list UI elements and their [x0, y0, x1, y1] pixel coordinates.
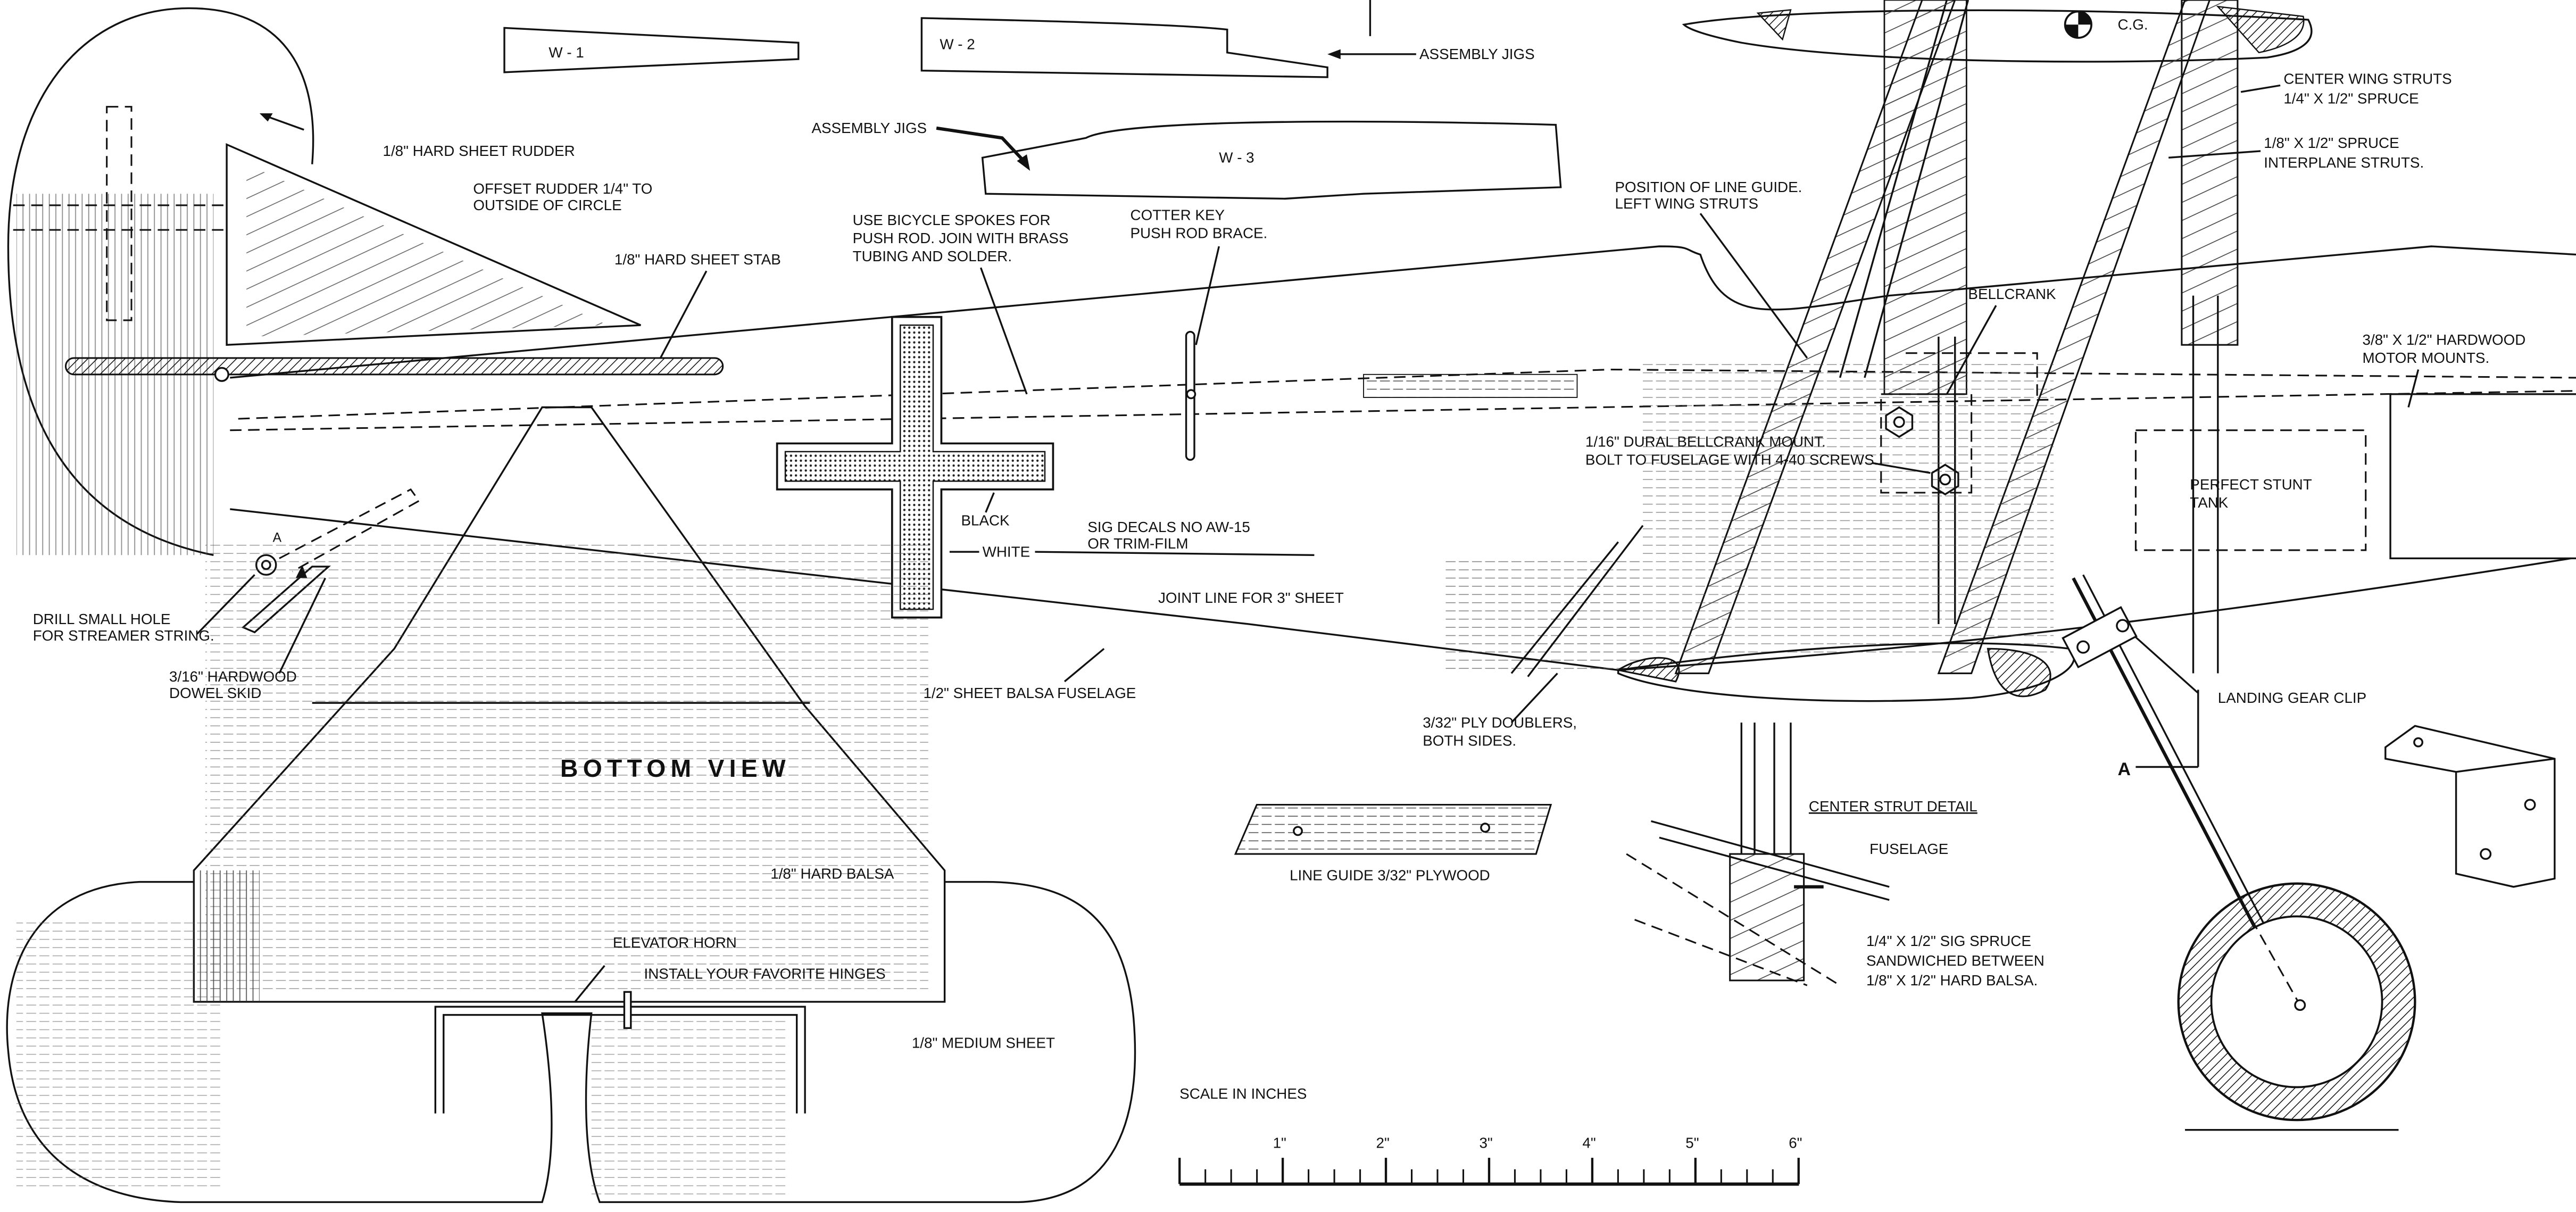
line-guide-ply-label: LINE GUIDE 3/32" PLYWOOD	[1290, 867, 1490, 883]
interplane-struts-label-1: 1/8" X 1/2" SPRUCE	[2264, 135, 2399, 151]
offset-rudder-label-1: OFFSET RUDDER 1/4" TO	[473, 180, 652, 197]
line-guide-detail	[1234, 803, 1552, 855]
cross-insignia	[776, 316, 1054, 619]
stunt-tank-label-2: TANK	[2190, 494, 2228, 511]
assembly-jigs-label-top: ASSEMBLY JIGS	[1419, 46, 1535, 62]
center-strut-detail-title: CENTER STRUT DETAIL	[1809, 798, 1977, 815]
line-guide-pos-label-1: POSITION OF LINE GUIDE.	[1615, 179, 1802, 195]
a-marker-label: A	[2117, 759, 2131, 779]
offset-rudder-label-2: OUTSIDE OF CIRCLE	[473, 197, 621, 213]
elevator-horn-label: ELEVATOR HORN	[613, 934, 737, 951]
stabilizer: 1/8" HARD SHEET STAB	[64, 143, 781, 382]
center-strut-detail	[1626, 723, 1890, 986]
landing-gear-clip-detail	[2384, 725, 2556, 888]
w2-label: W - 2	[940, 36, 975, 53]
drill-hole-label-1: DRILL SMALL HOLE	[33, 611, 171, 627]
scale-tick-label: 2"	[1376, 1135, 1390, 1151]
assembly-jigs-label-left: ASSEMBLY JIGS	[811, 120, 927, 136]
decals-label-1: SIG DECALS NO AW-15	[1087, 519, 1250, 535]
black-label: BLACK	[961, 512, 1010, 529]
drill-hole-label-2: FOR STREAMER STRING.	[33, 627, 214, 644]
center-wing-struts-label-1: CENTER WING STRUTS	[2283, 70, 2452, 87]
fuselage-small-label: FUSELAGE	[1869, 841, 1948, 857]
scale-tick-label: 1"	[1273, 1135, 1286, 1151]
hinges-label: INSTALL YOUR FAVORITE HINGES	[644, 966, 886, 982]
fuselage-label: 1/2" SHEET BALSA FUSELAGE	[923, 685, 1136, 701]
cotter-key-label-2: PUSH ROD BRACE.	[1131, 225, 1268, 242]
scale-tick-label: 5"	[1685, 1135, 1699, 1151]
motor-mounts-label-2: MOTOR MOUNTS.	[2363, 350, 2490, 366]
cg-label: C.G.	[2117, 16, 2148, 33]
center-wing-struts-label-2: 1/4" X 1/2" SPRUCE	[2283, 90, 2419, 106]
line-guide-pos-label-2: LEFT WING STRUTS	[1615, 195, 1759, 212]
hard-balsa-label: 1/8" HARD BALSA	[770, 865, 894, 882]
scale-tick-label: 6"	[1789, 1135, 1802, 1151]
w1-label: W - 1	[549, 44, 584, 61]
a-marker-label-small: A	[273, 531, 282, 545]
white-label: WHITE	[983, 543, 1030, 560]
dural-mount-label-2: BOLT TO FUSELAGE WITH 4-40 SCREWS.	[1585, 452, 1878, 468]
dural-mount-label-1: 1/16" DURAL BELLCRANK MOUNT.	[1585, 434, 1826, 450]
spruce-sandwich-label-3: 1/8" X 1/2" HARD BALSA.	[1866, 972, 2038, 989]
cotter-key-label-1: COTTER KEY	[1131, 207, 1225, 223]
spruce-sandwich-label-2: SANDWICHED BETWEEN	[1866, 952, 2045, 969]
bicycle-spokes-label-2: PUSH ROD. JOIN WITH BRASS	[853, 230, 1069, 246]
bottom-view-title: BOTTOM VIEW	[560, 754, 791, 782]
wing-jig-w1: W - 1	[503, 27, 800, 73]
bottom-view: BOTTOM VIEW	[6, 406, 1136, 1203]
bicycle-spokes-label-1: USE BICYCLE SPOKES FOR	[853, 212, 1051, 228]
landing-gear-clip-label: LANDING GEAR CLIP	[2218, 690, 2366, 706]
rudder-label: 1/8" HARD SHEET RUDDER	[383, 143, 575, 159]
wing-jig-w2: W - 2 ASSEMBLY JIGS	[920, 17, 1535, 78]
ply-doublers-label-1: 3/32" PLY DOUBLERS,	[1423, 714, 1577, 730]
interplane-struts-label-2: INTERPLANE STRUTS.	[2264, 154, 2424, 171]
spruce-sandwich-label-1: 1/4" X 1/2" SIG SPRUCE	[1866, 933, 2031, 949]
decals-label-2: OR TRIM-FILM	[1087, 535, 1188, 552]
motor-mounts-label-1: 3/8" X 1/2" HARDWOOD	[2363, 331, 2526, 348]
bellcrank-assembly	[1880, 352, 2038, 496]
scale-title: SCALE IN INCHES	[1179, 1085, 1307, 1102]
w3-label: W - 3	[1219, 150, 1254, 166]
stab-label: 1/8" HARD SHEET STAB	[614, 251, 781, 268]
medium-sheet-label: 1/8" MEDIUM SHEET	[912, 1034, 1055, 1051]
landing-gear	[2062, 574, 2416, 1131]
bellcrank-label: BELLCRANK	[1968, 286, 2056, 302]
wing-jig-w3: W - 3 ASSEMBLY JIGS	[811, 120, 1562, 200]
skid-label-1: 3/16" HARDWOOD	[169, 668, 297, 685]
bicycle-spokes-label-3: TUBING AND SOLDER.	[853, 248, 1012, 264]
fuselage	[230, 245, 2576, 702]
scale-bar: 1" 2" 3" 4" 5" 6"	[1178, 1135, 1802, 1186]
skid-label-2: DOWEL SKID	[169, 685, 261, 701]
ply-doublers-label-2: BOTH SIDES.	[1423, 732, 1516, 749]
scale-tick-label: 4"	[1582, 1135, 1596, 1151]
scale-tick-label: 3"	[1479, 1135, 1492, 1151]
stunt-tank-label-1: PERFECT STUNT	[2190, 476, 2312, 493]
joint-line-label: JOINT LINE FOR 3" SHEET	[1158, 590, 1344, 606]
